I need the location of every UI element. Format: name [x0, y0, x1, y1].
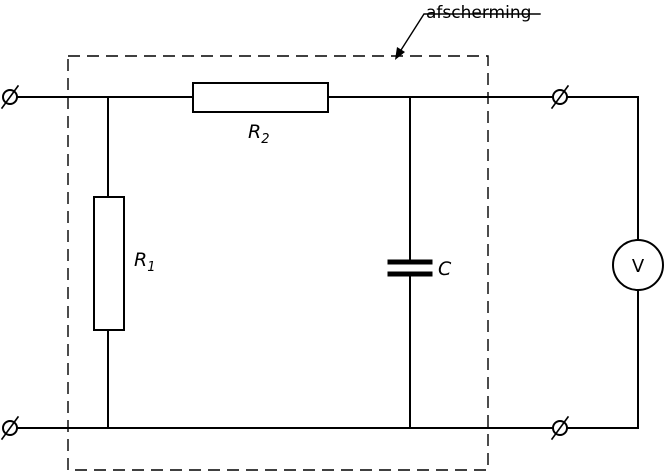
output-terminal-top: [550, 84, 570, 110]
shield-callout: afscherming: [395, 3, 541, 60]
r1-letter: R: [134, 249, 147, 271]
r2-letter: R: [248, 121, 261, 143]
resistor-r1: R1: [93, 96, 155, 429]
svg-text:R1: R1: [134, 249, 155, 275]
voltmeter-label: V: [632, 256, 645, 277]
shield-label: afscherming: [426, 3, 531, 23]
shield-box: [67, 55, 489, 471]
svg-text:R2: R2: [248, 121, 269, 147]
capacitor-c: C: [387, 96, 452, 429]
callout-arrowhead: [395, 47, 405, 60]
resistor-r2: R2: [192, 82, 329, 147]
capacitor-label: C: [438, 258, 452, 280]
voltmeter: V: [612, 96, 664, 429]
input-terminal-bottom: [0, 415, 20, 441]
r2-index: 2: [261, 132, 269, 147]
r1-index: 1: [147, 260, 155, 275]
output-terminal-bottom: [550, 415, 570, 441]
input-terminal-top: [0, 84, 20, 110]
callout-leader: [400, 13, 541, 51]
